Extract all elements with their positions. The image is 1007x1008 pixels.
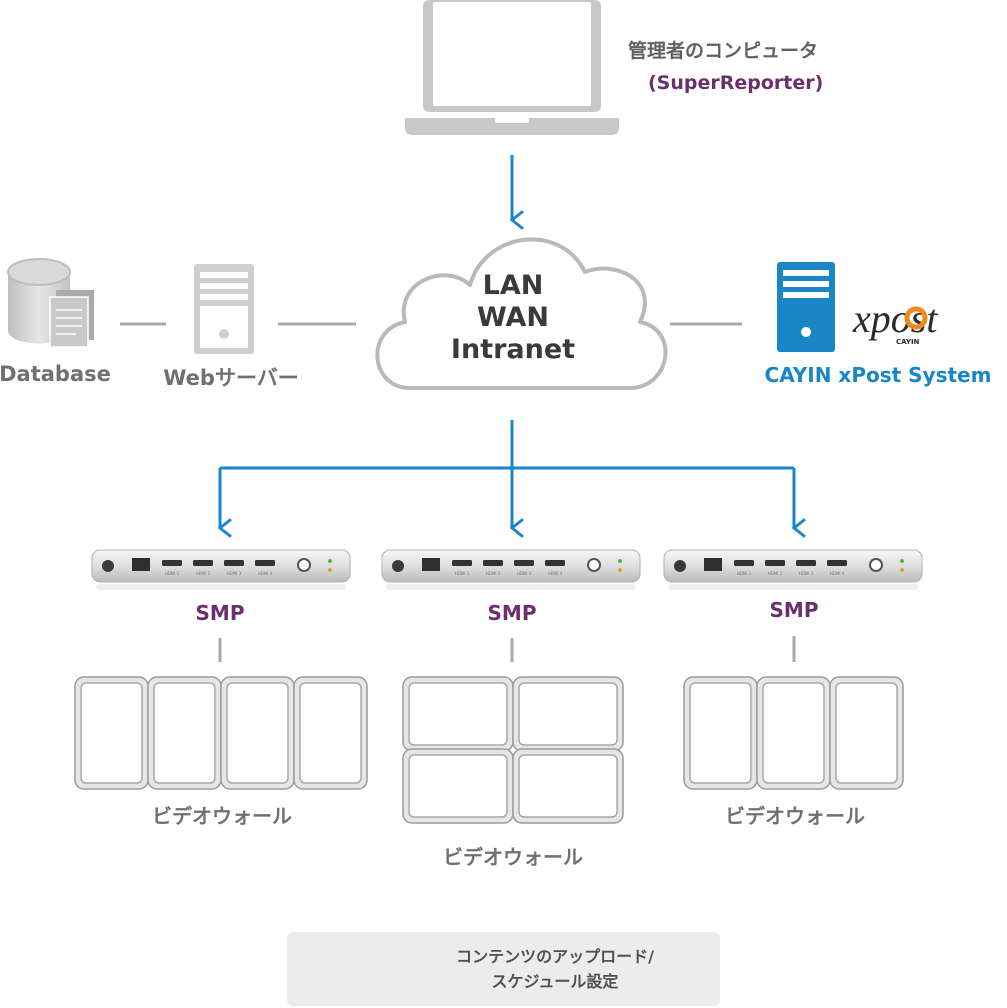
- network-label-line-2: WAN: [476, 302, 550, 333]
- video-walls: [74, 676, 904, 824]
- smp-label-1: SMP: [195, 601, 245, 625]
- hdmi-port-icon: [827, 560, 847, 566]
- hdmi-port-icon: [765, 560, 785, 566]
- hdmi-port-icon: [162, 560, 182, 566]
- network-label-line-1: LAN: [482, 270, 544, 301]
- hdmi-port-label: HDMI 4: [258, 571, 273, 576]
- video-wall-2: [402, 676, 624, 824]
- smp-player-1: HDMI 1 HDMI 2 HDMI 3 HDMI 4: [91, 549, 351, 590]
- hdmi-port-icon: [452, 560, 472, 566]
- smp-player-2: HDMI 1 HDMI 2 HDMI 3 HDMI 4: [381, 549, 641, 590]
- network-label: LAN WAN Intranet: [451, 270, 575, 366]
- laptop-icon: [405, 0, 619, 135]
- svg-text:CAYIN: CAYIN: [896, 338, 920, 346]
- hdmi-port-icon: [224, 560, 244, 566]
- cloud-icon: [375, 237, 668, 390]
- hdmi-port-label: HDMI 3: [517, 571, 532, 576]
- database-label: Database: [0, 362, 111, 386]
- distribution-arrows: [217, 420, 806, 538]
- database-icon: [7, 258, 94, 348]
- smp-player-3: HDMI 1 HDMI 2 HDMI 3 HDMI 4: [663, 549, 923, 590]
- admin-pc-label: 管理者のコンピュータ: [628, 40, 819, 62]
- hdmi-port-icon: [796, 560, 816, 566]
- legend-box: コンテンツのアップロード/ スケジュール設定: [287, 932, 720, 1006]
- legend-line-1: コンテンツのアップロード/: [456, 947, 654, 966]
- hdmi-port-icon: [193, 560, 213, 566]
- network-label-line-3: Intranet: [450, 334, 576, 365]
- legend-line-2: スケジュール設定: [491, 972, 619, 991]
- admin-app-label: (SuperReporter): [648, 72, 824, 94]
- legend-text: コンテンツのアップロード/ スケジュール設定: [435, 944, 675, 994]
- xpost-logo: xpost CAYIN: [852, 296, 938, 346]
- video-wall-label-3: ビデオウォール: [725, 804, 865, 828]
- xpost-server-icon: [777, 262, 835, 352]
- hdmi-port-icon: [734, 560, 754, 566]
- hdmi-port-icon: [483, 560, 503, 566]
- smp-label-3: SMP: [769, 598, 819, 622]
- hdmi-port-icon: [545, 560, 565, 566]
- web-server-label: Webサーバー: [163, 366, 299, 390]
- web-server-icon: [194, 264, 254, 354]
- video-wall-label-1: ビデオウォール: [152, 804, 292, 828]
- xpost-label: CAYIN xPost System: [764, 363, 992, 387]
- hdmi-port-label: HDMI 1: [165, 571, 180, 576]
- video-wall-1: [74, 676, 368, 790]
- hdmi-port-label: HDMI 3: [227, 571, 242, 576]
- hdmi-port-label: HDMI 2: [768, 571, 783, 576]
- hdmi-port-label: HDMI 2: [196, 571, 211, 576]
- video-wall-3: [683, 676, 904, 790]
- hdmi-port-icon: [255, 560, 275, 566]
- hdmi-port-label: HDMI 2: [486, 571, 501, 576]
- hdmi-port-icon: [514, 560, 534, 566]
- hdmi-port-label: HDMI 4: [548, 571, 563, 576]
- smp-label-2: SMP: [487, 601, 537, 625]
- video-wall-label-2: ビデオウォール: [443, 845, 583, 869]
- hdmi-port-label: HDMI 1: [455, 571, 470, 576]
- hdmi-port-label: HDMI 1: [737, 571, 752, 576]
- hdmi-port-label: HDMI 4: [830, 571, 845, 576]
- hdmi-port-label: HDMI 3: [799, 571, 814, 576]
